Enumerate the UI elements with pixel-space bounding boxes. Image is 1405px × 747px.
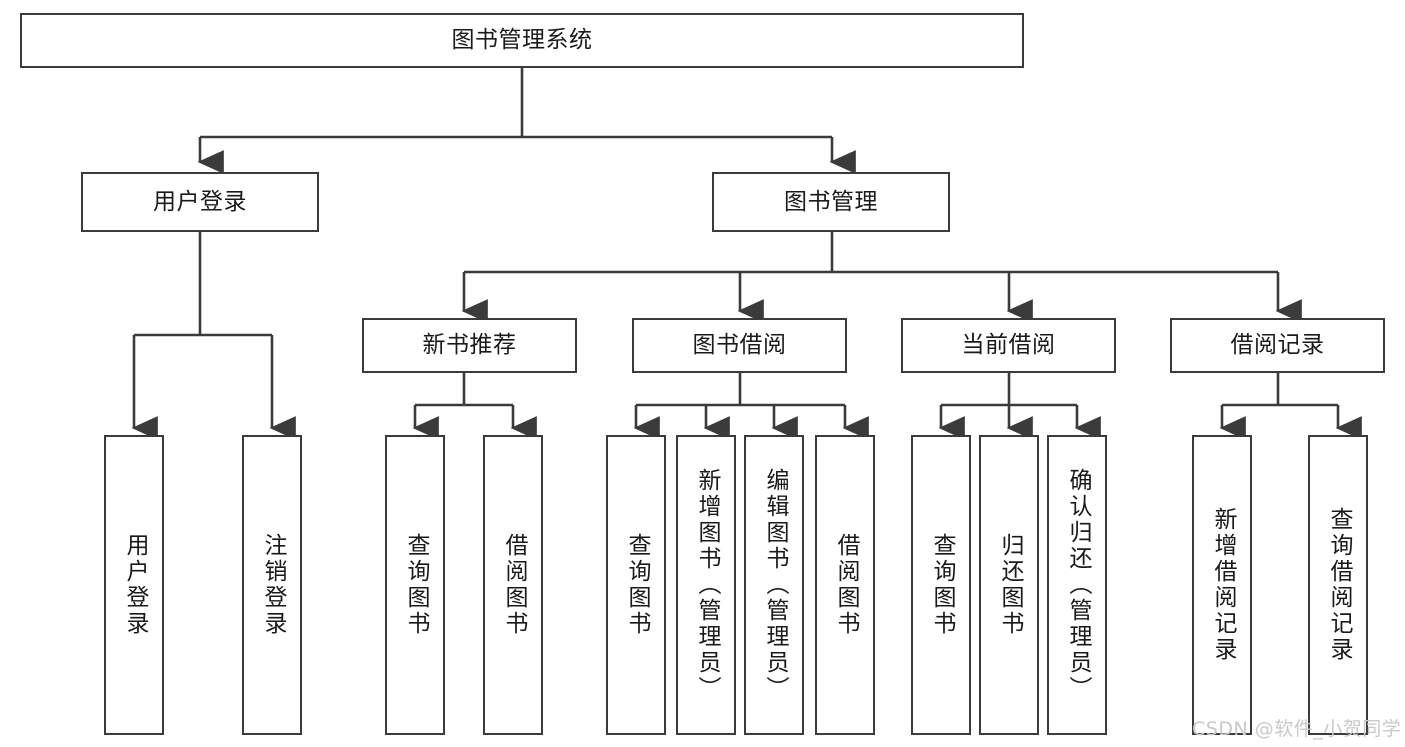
node-label: 新增借阅记录 [1209,507,1236,663]
node-root-system[interactable]: 图书管理系统 [20,13,1024,68]
node-label: 查询图书 [623,533,650,637]
node-label: 编辑图书（管理员） [761,468,788,702]
node-label: 图书借阅 [692,332,787,359]
leaf-borrow-query-book[interactable]: 查询图书 [606,435,666,735]
node-label: 新书推荐 [422,332,517,359]
node-label: 图书管理 [784,188,878,215]
node-current-borrow[interactable]: 当前借阅 [901,318,1116,373]
leaf-current-query-book[interactable]: 查询图书 [911,435,971,735]
node-book-management[interactable]: 图书管理 [712,172,950,232]
node-label: 查询图书 [402,533,429,637]
node-label: 当前借阅 [961,332,1056,359]
node-label: 借阅图书 [832,533,859,637]
leaf-borrow-borrow-book[interactable]: 借阅图书 [815,435,875,735]
leaf-user-login[interactable]: 用户登录 [104,435,164,735]
leaf-record-add-record[interactable]: 新增借阅记录 [1192,435,1252,735]
node-book-borrow[interactable]: 图书借阅 [632,318,847,373]
node-label: 图书管理系统 [451,27,593,54]
leaf-borrow-add-book-admin[interactable]: 新增图书（管理员） [676,435,736,735]
leaf-record-query-record[interactable]: 查询借阅记录 [1308,435,1368,735]
leaf-newbook-query-book[interactable]: 查询图书 [385,435,445,735]
leaf-current-confirm-return-admin[interactable]: 确认归还（管理员） [1047,435,1107,735]
node-label: 归还图书 [996,533,1023,637]
leaf-newbook-borrow-book[interactable]: 借阅图书 [483,435,543,735]
node-label: 用户登录 [121,533,148,637]
node-user-login[interactable]: 用户登录 [81,172,319,232]
leaf-user-logout[interactable]: 注销登录 [242,435,302,735]
node-new-book-recommend[interactable]: 新书推荐 [362,318,577,373]
node-label: 新增图书（管理员） [693,468,720,702]
leaf-borrow-edit-book-admin[interactable]: 编辑图书（管理员） [744,435,804,735]
csdn-watermark: CSDN @软件_小贺同学 [1192,718,1402,740]
node-label: 查询借阅记录 [1325,507,1352,663]
node-borrow-record[interactable]: 借阅记录 [1170,318,1385,373]
node-label: 查询图书 [928,533,955,637]
node-label: 借阅图书 [500,533,527,637]
node-label: 借阅记录 [1230,332,1325,359]
leaf-current-return-book[interactable]: 归还图书 [979,435,1039,735]
node-label: 用户登录 [153,188,247,215]
node-label: 确认归还（管理员） [1064,468,1091,702]
node-label: 注销登录 [259,533,286,637]
